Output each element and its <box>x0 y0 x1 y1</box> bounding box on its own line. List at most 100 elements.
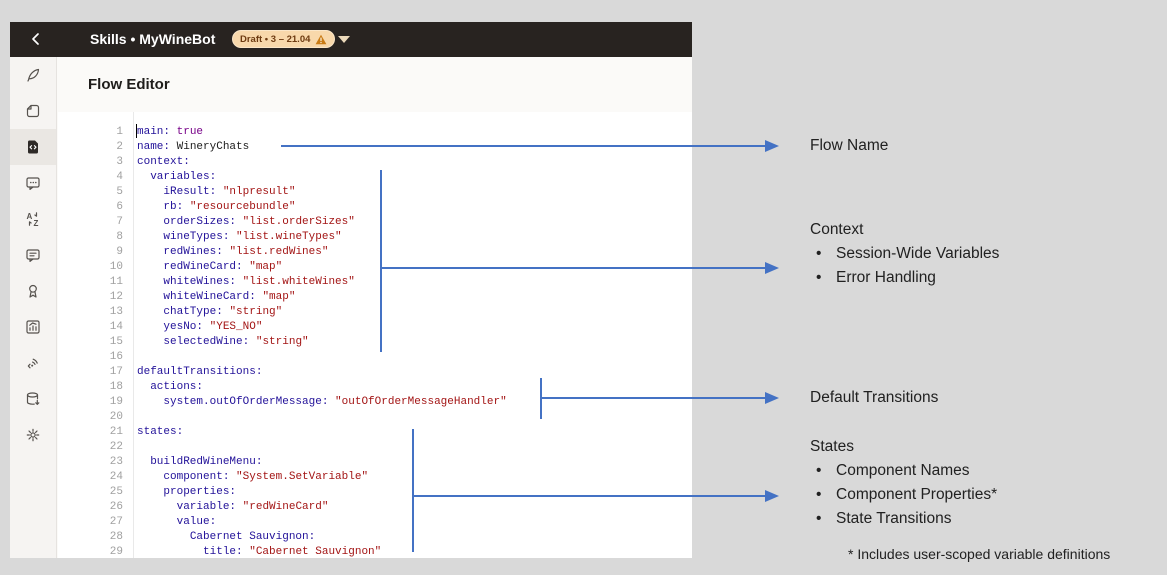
flow-name-arrow-line <box>281 145 765 147</box>
line-number: 21 <box>109 426 123 438</box>
svg-text:Z: Z <box>34 219 39 228</box>
annotation-states-title: States <box>810 438 854 455</box>
broadcast-code-icon <box>24 354 42 372</box>
sidebar-item-ribbon[interactable] <box>10 273 56 309</box>
sidebar-item-quill[interactable] <box>10 57 56 93</box>
chevron-down-icon[interactable] <box>338 36 350 43</box>
states-arrow-line <box>412 495 765 497</box>
line-number: 22 <box>109 441 123 453</box>
line-number: 5 <box>116 186 123 198</box>
context-arrow-line <box>380 267 765 269</box>
line-number: 26 <box>109 501 123 513</box>
bullet-item: State Transitions <box>810 507 997 531</box>
annotation-footnote: * Includes user-scoped variable definiti… <box>848 546 1111 562</box>
line-number: 14 <box>109 321 123 333</box>
code-line: whiteWineCard: "map" <box>163 291 296 303</box>
annotation-context-title: Context <box>810 221 864 238</box>
sidebar-item-entities[interactable] <box>10 93 56 129</box>
sidebar-item-chart[interactable] <box>10 309 56 345</box>
line-number: 10 <box>109 261 123 273</box>
flow-name-arrowhead <box>765 140 779 152</box>
annotation-flow-name-label: Flow Name <box>810 137 889 154</box>
code-line: buildRedWineMenu: <box>150 456 263 468</box>
sidebar-item-chat-lines[interactable] <box>10 237 56 273</box>
annotation-context-bullets: Session-Wide VariablesError Handling <box>810 242 999 290</box>
back-chevron-icon[interactable] <box>28 31 44 47</box>
states-arrowhead <box>765 490 779 502</box>
version-badge: Draft • 3 – 21.04 <box>232 30 336 48</box>
annotation-default-transitions-label: Default Transitions <box>810 389 939 406</box>
text-cursor <box>136 124 137 138</box>
annotation-states-bullets: Component NamesComponent Properties*Stat… <box>810 459 997 531</box>
code-line: redWines: "list.redWines" <box>163 246 329 258</box>
code-line: variables: <box>150 171 217 183</box>
line-number: 29 <box>109 546 123 558</box>
line-number: 13 <box>109 306 123 318</box>
code-line: value: <box>176 516 217 528</box>
page-title: Flow Editor <box>88 76 170 93</box>
default-transitions-arrowhead <box>765 392 779 404</box>
bullet-item: Error Handling <box>810 266 999 290</box>
code-line: rb: "resourcebundle" <box>163 201 296 213</box>
svg-text:A: A <box>27 212 33 221</box>
code-line: orderSizes: "list.orderSizes" <box>163 216 355 228</box>
line-number: 12 <box>109 291 123 303</box>
annotation-flow-name: Flow Name <box>810 134 888 158</box>
code-line: yesNo: "YES_NO" <box>163 321 263 333</box>
context-arrowhead <box>765 262 779 274</box>
line-number: 6 <box>116 201 123 213</box>
code-line: variable: "redWineCard" <box>176 501 329 513</box>
code-line: wineTypes: "list.wineTypes" <box>163 231 342 243</box>
line-number: 23 <box>109 456 123 468</box>
code-line <box>137 440 507 455</box>
code-line: defaultTransitions: <box>137 366 263 378</box>
default-transitions-bracket-line <box>540 378 542 419</box>
line-number: 27 <box>109 516 123 528</box>
line-number: 11 <box>109 276 123 288</box>
annotation-context: Context Session-Wide VariablesError Hand… <box>810 218 999 290</box>
code-line: iResult: "nlpresult" <box>163 186 296 198</box>
bullet-item: Component Properties* <box>810 483 997 507</box>
line-number: 20 <box>109 411 123 423</box>
code-line: selectedWine: "string" <box>163 336 309 348</box>
code-line: chatType: "string" <box>163 306 283 318</box>
code-line: properties: <box>163 486 237 498</box>
sidebar-item-chat-dots[interactable] <box>10 165 56 201</box>
line-number: 18 <box>109 381 123 393</box>
line-number: 25 <box>109 486 123 498</box>
code-line: main: true <box>137 126 204 138</box>
sidebar-item-flow-code[interactable] <box>10 129 56 165</box>
line-number: 28 <box>109 531 123 543</box>
line-number: 1 <box>116 126 123 138</box>
skill-title: Skills • MyWineBot <box>90 31 216 47</box>
sidebar-item-database[interactable] <box>10 381 56 417</box>
line-number: 7 <box>116 216 123 228</box>
chat-lines-icon <box>24 246 42 264</box>
code-line: states: <box>137 426 184 438</box>
chart-icon <box>24 318 42 336</box>
bullet-item: Component Names <box>810 459 997 483</box>
default-transitions-arrow-line <box>540 397 765 399</box>
line-number: 4 <box>116 171 123 183</box>
code-line: whiteWines: "list.whiteWines" <box>163 276 355 288</box>
line-number: 8 <box>116 231 123 243</box>
settings-icon <box>24 426 42 444</box>
line-number: 2 <box>116 141 123 153</box>
sidebar-item-broadcast-code[interactable] <box>10 345 56 381</box>
version-badge-label: Draft • 3 – 21.04 <box>240 33 311 45</box>
app-header: Skills • MyWineBot Draft • 3 – 21.04 <box>10 22 692 57</box>
ribbon-icon <box>24 282 42 300</box>
code-line: Cabernet Sauvignon: <box>189 531 316 543</box>
line-number: 16 <box>109 351 123 363</box>
code-line: redWineCard: "map" <box>163 261 283 273</box>
line-number: 17 <box>109 366 123 378</box>
sidebar-item-settings[interactable] <box>10 417 56 453</box>
